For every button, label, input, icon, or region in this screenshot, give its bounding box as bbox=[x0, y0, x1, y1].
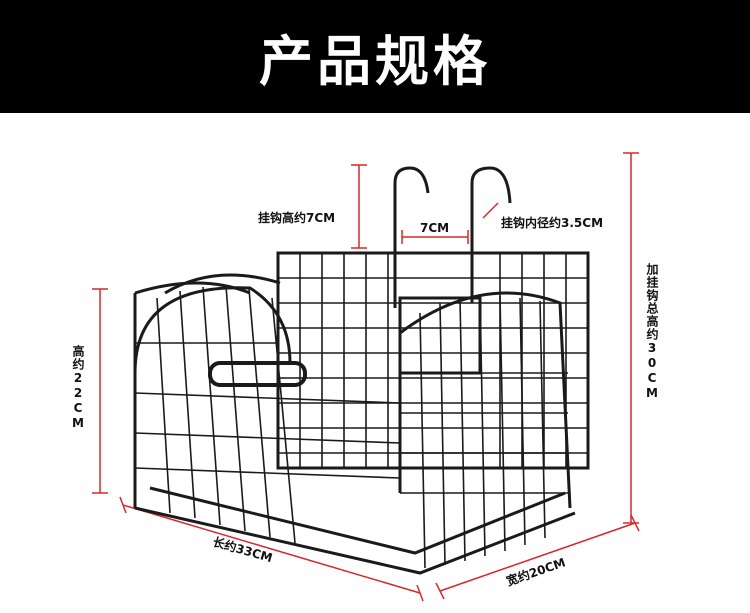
basket-grid bbox=[134, 253, 588, 569]
hook-height-label: 挂钩高约7CM bbox=[258, 211, 336, 225]
page-title: 产品规格 bbox=[259, 30, 491, 93]
hook-spacing-label: 7CM bbox=[420, 221, 450, 235]
basket-illustration bbox=[92, 152, 640, 602]
basket-frame bbox=[133, 166, 590, 575]
total-height-label: 加挂钩总高约30CM bbox=[645, 263, 659, 401]
header-banner: 产品规格 bbox=[0, 0, 750, 113]
hook-inner-diameter-label: 挂钩内径约3.5CM bbox=[501, 216, 604, 230]
product-stage: 挂钩高约7CM 7CM 挂钩内径约3.5CM 加挂钩总高约30CM 高约22CM… bbox=[0, 113, 750, 613]
height-label: 高约22CM bbox=[71, 345, 85, 431]
dimension-lines bbox=[92, 152, 640, 602]
